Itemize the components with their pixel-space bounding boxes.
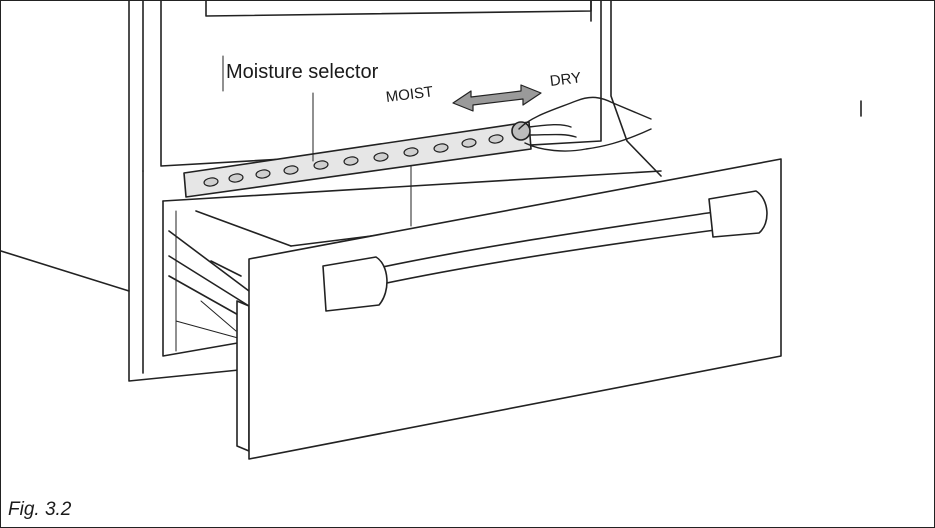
moisture-selector-label: Moisture selector xyxy=(226,61,379,83)
drawer-interior xyxy=(162,165,692,357)
drawer-handle xyxy=(322,190,768,312)
figure-caption: Fig. 3.2 xyxy=(8,499,72,520)
selector-slots xyxy=(203,134,504,187)
drawer-front xyxy=(236,158,782,460)
selector-knob xyxy=(511,121,531,141)
moisture-selector-strip xyxy=(183,121,532,198)
hand xyxy=(518,96,652,152)
direction-arrow xyxy=(452,84,542,112)
